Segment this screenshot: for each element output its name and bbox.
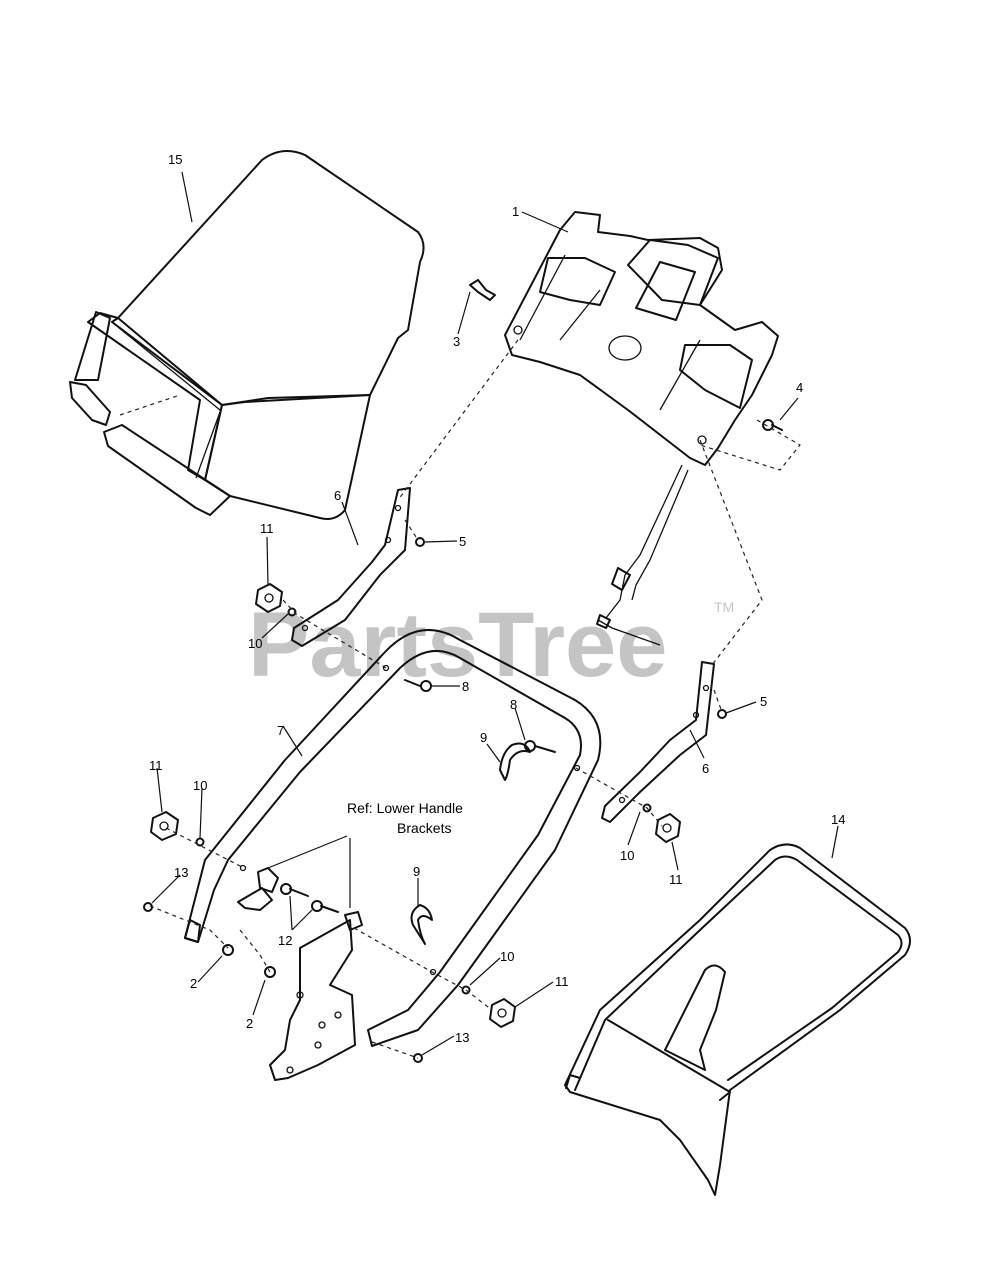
- lower-handle: [184, 628, 602, 1047]
- callout-11-upper: 11: [260, 521, 274, 536]
- nut-5-right: [717, 709, 727, 719]
- bolt-8-upper: [404, 679, 432, 692]
- handle-tube-right: [601, 661, 715, 823]
- assembly-lines: [119, 339, 801, 1059]
- ref-note-line1: Ref: Lower Handle: [347, 800, 463, 816]
- washer-10-right: [642, 803, 652, 813]
- lower-handle-bracket-right: [269, 911, 363, 1081]
- callout-4: 4: [796, 380, 803, 395]
- callout-7: 7: [277, 723, 284, 738]
- callout-9-lower: 9: [413, 864, 420, 879]
- callout-5-upper: 5: [459, 534, 466, 549]
- knob-11-bottom: [489, 998, 516, 1028]
- callout-10-upper: 10: [248, 636, 262, 651]
- callout-8-right: 8: [510, 697, 517, 712]
- nut-2-right: [264, 966, 276, 978]
- callout-2-left: 2: [190, 976, 197, 991]
- callout-2-right: 2: [246, 1016, 253, 1031]
- callout-11-bottom: 11: [555, 974, 569, 989]
- callout-13-left: 13: [174, 865, 188, 880]
- callout-3: 3: [453, 334, 460, 349]
- control-cable: [596, 464, 689, 646]
- callout-13-bottom: 13: [455, 1030, 469, 1045]
- callout-12: 12: [278, 933, 292, 948]
- callout-9-upper: 9: [480, 730, 487, 745]
- callout-6-left: 6: [334, 488, 341, 503]
- callout-6-right: 6: [702, 761, 709, 776]
- callout-10-left: 10: [193, 778, 207, 793]
- callout-5-right: 5: [760, 694, 767, 709]
- callout-10-bottom: 10: [500, 949, 514, 964]
- cable-tie-9-lower: [410, 904, 433, 945]
- callout-14: 14: [831, 812, 845, 827]
- leader-lines: [151, 171, 839, 1056]
- knob-11-right: [655, 813, 681, 843]
- washer-10-upper: [287, 607, 297, 617]
- pin-4: [762, 419, 783, 431]
- bolt-13-left: [143, 902, 153, 912]
- bolt-12-b: [311, 900, 339, 913]
- nut-2-left: [222, 944, 234, 956]
- callout-8-upper: 8: [462, 679, 469, 694]
- callout-11-right: 11: [669, 872, 683, 887]
- washer-10-left: [195, 837, 205, 847]
- cable-tie-9-upper: [499, 742, 531, 781]
- bolt-12-a: [280, 883, 309, 897]
- bolt-13-bottom: [413, 1053, 423, 1063]
- callout-15: 15: [168, 152, 182, 167]
- callout-1: 1: [512, 204, 519, 219]
- pin-3: [469, 279, 496, 301]
- knob-11-left: [150, 811, 179, 841]
- ref-note-line2: Brackets: [397, 820, 451, 836]
- grass-bag-frame: [564, 843, 911, 1196]
- callout-10-right: 10: [620, 848, 634, 863]
- callout-11-left: 11: [149, 758, 163, 773]
- knob-11-upper-left: [255, 583, 283, 613]
- handle-tube-left: [291, 487, 411, 647]
- nut-5-upper: [415, 537, 425, 547]
- grass-bag: [69, 150, 425, 520]
- washer-10-bottom: [461, 985, 471, 995]
- watermark-tm: TM: [714, 599, 734, 615]
- callout-labels: 15 1 3 4 5 6 11 10 8 8 9 7 5 6 11 10 13 …: [149, 152, 845, 1045]
- handle-bracket: [504, 211, 779, 466]
- lower-handle-bracket-left: [237, 867, 279, 911]
- watermark-text: PartsTree: [248, 594, 667, 696]
